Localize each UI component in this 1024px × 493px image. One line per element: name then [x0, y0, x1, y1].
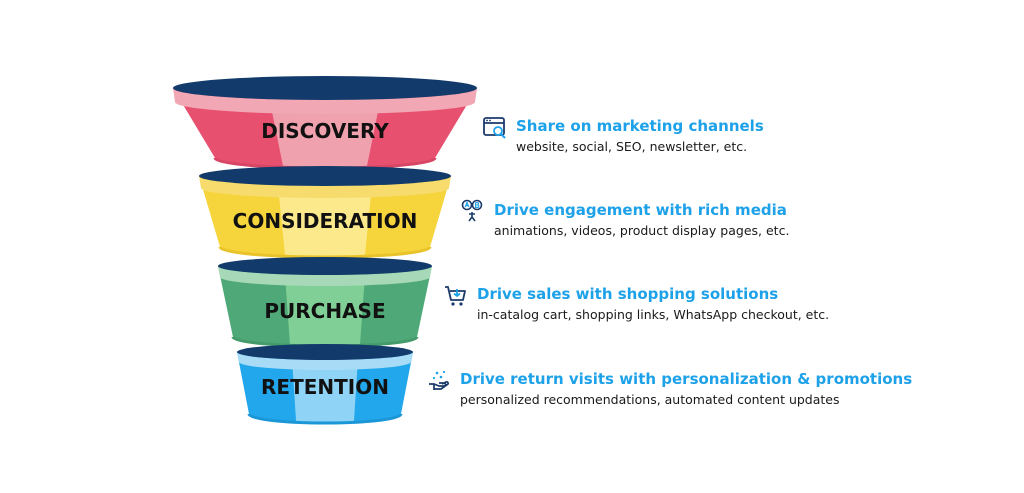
info-description: animations, videos, product display page… [494, 223, 790, 238]
browser-search-icon [482, 115, 508, 141]
info-heading: Share on marketing channels [516, 117, 764, 135]
info-text-purchase: Drive sales with shopping solutions in-ca… [477, 285, 829, 323]
hand-sparkle-icon [426, 368, 452, 394]
info-row-retention: Drive return visits with personalization… [426, 370, 912, 408]
funnel-bottom-edge-consideration [218, 246, 432, 259]
funnel-rim-purchase [218, 257, 432, 275]
funnel-rim-retention [237, 344, 413, 360]
info-row-consideration: Drive engagement with rich media animatio… [460, 199, 789, 239]
info-row-purchase: Drive sales with shopping solutions in-ca… [443, 285, 829, 323]
info-text-discovery: Share on marketing channels website, soci… [516, 117, 764, 155]
info-row-discovery: Share on marketing channels website, soci… [482, 117, 764, 155]
funnel-band-retention [237, 352, 413, 370]
ab-test-icon [460, 199, 486, 225]
funnel-band-consideration [199, 176, 451, 198]
stage-label-discovery: DISCOVERY [261, 119, 389, 143]
info-text-retention: Drive return visits with personalization… [460, 370, 912, 408]
funnel-band-discovery [173, 88, 477, 114]
funnel-layer-discovery: DISCOVERY [173, 76, 477, 170]
stage-label-purchase: PURCHASE [264, 299, 385, 323]
info-heading: Drive sales with shopping solutions [477, 285, 779, 303]
stage-label-consideration: CONSIDERATION [233, 209, 418, 233]
stage-label-retention: RETENTION [261, 375, 389, 399]
funnel-bottom-edge-retention [247, 413, 403, 425]
shopping-cart-icon [443, 283, 469, 309]
funnel-layer-retention: RETENTION [237, 344, 413, 425]
info-description: in-catalog cart, shopping links, WhatsAp… [477, 307, 830, 322]
info-text-consideration: Drive engagement with rich media animatio… [494, 201, 789, 239]
info-heading: Drive return visits with personalization… [460, 370, 913, 388]
info-description: website, social, SEO, newsletter, etc. [516, 139, 748, 154]
funnel-band-purchase [218, 266, 432, 286]
info-description: personalized recommendations, automated … [460, 392, 840, 407]
funnel-layer-purchase: PURCHASE [218, 257, 432, 348]
funnel-rim-consideration [199, 166, 451, 186]
info-heading: Drive engagement with rich media [494, 201, 787, 219]
funnel-layer-consideration: CONSIDERATION [199, 166, 451, 259]
funnel-rim-discovery [173, 76, 477, 100]
